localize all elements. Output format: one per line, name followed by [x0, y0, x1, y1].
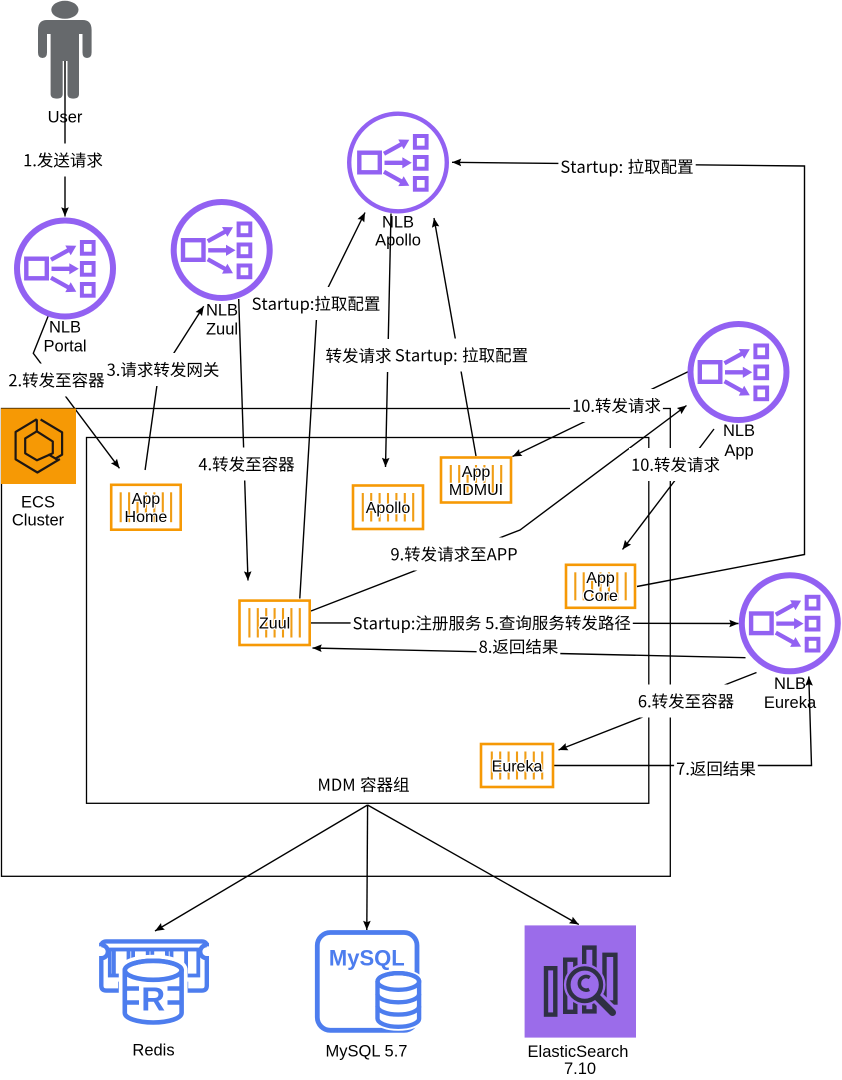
svg-text:App: App	[724, 442, 753, 460]
svg-text:ElasticSearch: ElasticSearch	[528, 1043, 629, 1061]
svg-text:Eureka: Eureka	[764, 694, 817, 712]
svg-text:User: User	[48, 108, 83, 126]
svg-text:MySQL 5.7: MySQL 5.7	[326, 1042, 408, 1060]
svg-text:App: App	[132, 491, 161, 508]
svg-text:Zuul: Zuul	[206, 320, 238, 338]
svg-text:Portal: Portal	[43, 337, 86, 355]
svg-text:ECS: ECS	[21, 493, 55, 511]
svg-text:NLB: NLB	[723, 422, 755, 440]
svg-text:Cluster: Cluster	[12, 511, 65, 529]
svg-text:NLB: NLB	[774, 675, 806, 693]
svg-text:Apollo: Apollo	[366, 500, 411, 517]
svg-text:Apollo: Apollo	[375, 231, 421, 249]
svg-text:Redis: Redis	[132, 1041, 174, 1059]
svg-text:7.10: 7.10	[564, 1060, 596, 1078]
svg-text:MySQL: MySQL	[329, 946, 405, 971]
svg-text:Eureka: Eureka	[492, 758, 543, 775]
svg-text:NLB: NLB	[49, 318, 81, 336]
svg-text:R: R	[141, 981, 165, 1018]
svg-text:App: App	[586, 570, 615, 587]
svg-text:MDMUI: MDMUI	[449, 482, 503, 499]
svg-text:NLB: NLB	[206, 301, 238, 319]
svg-text:Core: Core	[583, 588, 618, 605]
svg-text:App: App	[462, 464, 491, 481]
svg-text:Zuul: Zuul	[259, 616, 290, 633]
svg-text:Home: Home	[125, 509, 168, 526]
svg-text:NLB: NLB	[382, 213, 414, 231]
